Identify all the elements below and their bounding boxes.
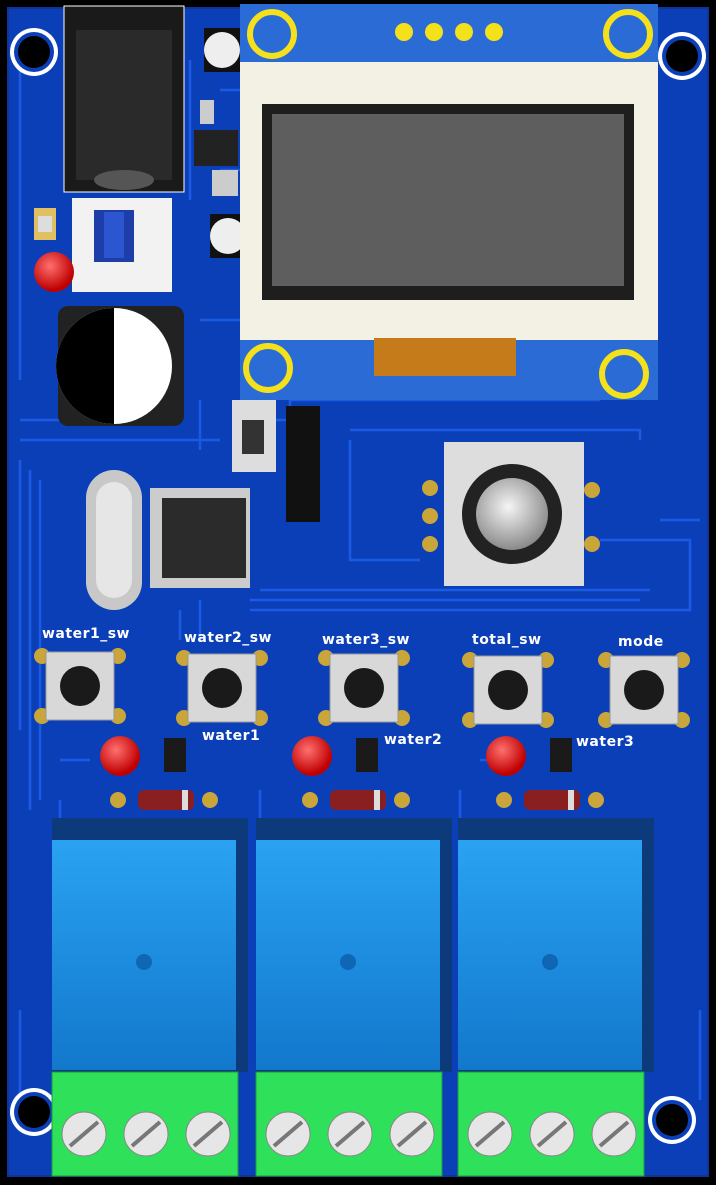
push-button-total-sw[interactable] bbox=[462, 652, 554, 728]
led-label-water3: water3 bbox=[576, 734, 635, 750]
mounting-hole-top-right bbox=[658, 32, 706, 80]
voltage-regulator bbox=[194, 100, 238, 196]
mounting-hole-top-left bbox=[10, 28, 58, 76]
coin-cell-battery bbox=[56, 306, 184, 426]
diode-3 bbox=[496, 790, 604, 810]
relay-2 bbox=[256, 818, 452, 1072]
power-led bbox=[34, 252, 74, 292]
button-label-water1-sw: water1_sw bbox=[42, 626, 130, 642]
push-button-water2-sw[interactable] bbox=[176, 650, 268, 726]
terminal-block-2 bbox=[255, 1071, 443, 1177]
button-label-mode: mode bbox=[618, 634, 664, 650]
push-button-water1-sw[interactable] bbox=[34, 648, 126, 724]
terminal-block-3 bbox=[457, 1071, 645, 1177]
button-label-water3-sw: water3_sw bbox=[322, 632, 410, 648]
hc-49s-crystal bbox=[86, 470, 142, 610]
mounting-hole-bottom-right bbox=[648, 1096, 696, 1144]
pin-header bbox=[286, 406, 320, 522]
led-label-water2: water2 bbox=[384, 732, 443, 748]
oled-header-pins bbox=[395, 23, 503, 41]
push-button-mode[interactable] bbox=[598, 652, 690, 728]
oled-display-module bbox=[240, 4, 658, 400]
button-label-total-sw: total_sw bbox=[472, 632, 542, 648]
diode-2 bbox=[302, 790, 410, 810]
rotary-encoder bbox=[422, 442, 600, 586]
slide-switch-small bbox=[232, 400, 276, 472]
terminal-block-1 bbox=[51, 1071, 239, 1177]
diode-1 bbox=[110, 790, 218, 810]
mounting-hole-bottom-left bbox=[10, 1088, 58, 1136]
status-led-1 bbox=[100, 736, 186, 776]
status-led-2 bbox=[292, 736, 378, 776]
relay-1 bbox=[52, 818, 248, 1072]
button-label-water2-sw: water2_sw bbox=[184, 630, 272, 646]
slide-switch bbox=[72, 198, 172, 292]
led-label-water1: water1 bbox=[202, 728, 261, 744]
relay-3 bbox=[458, 818, 654, 1072]
status-led-3 bbox=[486, 736, 572, 776]
push-button-water3-sw[interactable] bbox=[318, 650, 410, 726]
dc-power-jack bbox=[63, 5, 185, 193]
qfp-microcontroller bbox=[150, 488, 250, 588]
smd-resistor bbox=[34, 208, 56, 240]
